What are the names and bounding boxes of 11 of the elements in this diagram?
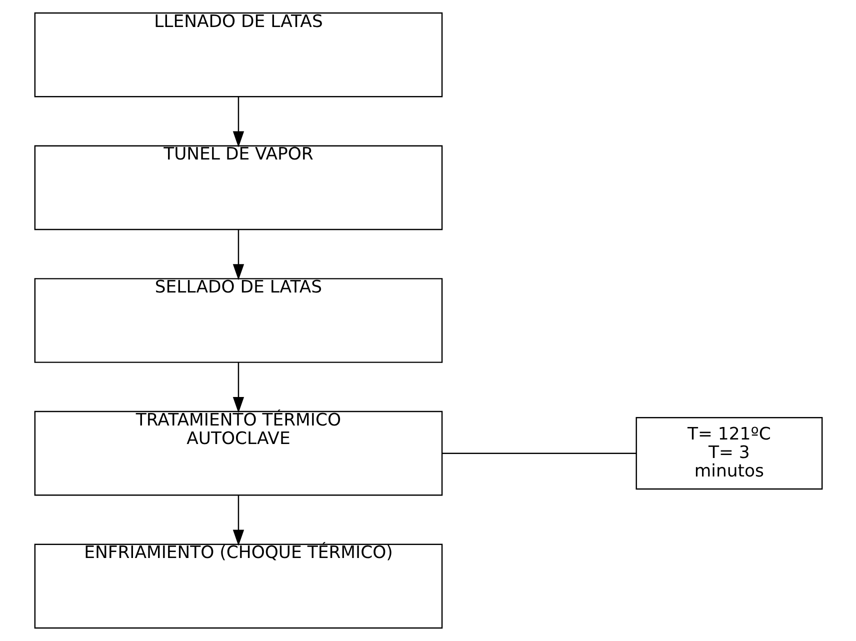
node-box: TRATAMIENTO TÉRMICO AUTOCLAVE [34, 410, 442, 496]
connector [442, 452, 636, 454]
node-box: LLENADO DE LATAS [34, 12, 442, 98]
arrow [232, 96, 244, 148]
node-box: T= 121ºC T= 3 minutos [635, 417, 822, 490]
arrow [232, 495, 244, 546]
arrow [232, 362, 244, 413]
node-box: ENFRIAMIENTO (CHOQUE TÉRMICO) [34, 544, 442, 629]
node-box: TUNEL DE VAPOR [34, 145, 442, 230]
arrow [232, 230, 244, 280]
node-box: SELLADO DE LATAS [34, 278, 442, 363]
